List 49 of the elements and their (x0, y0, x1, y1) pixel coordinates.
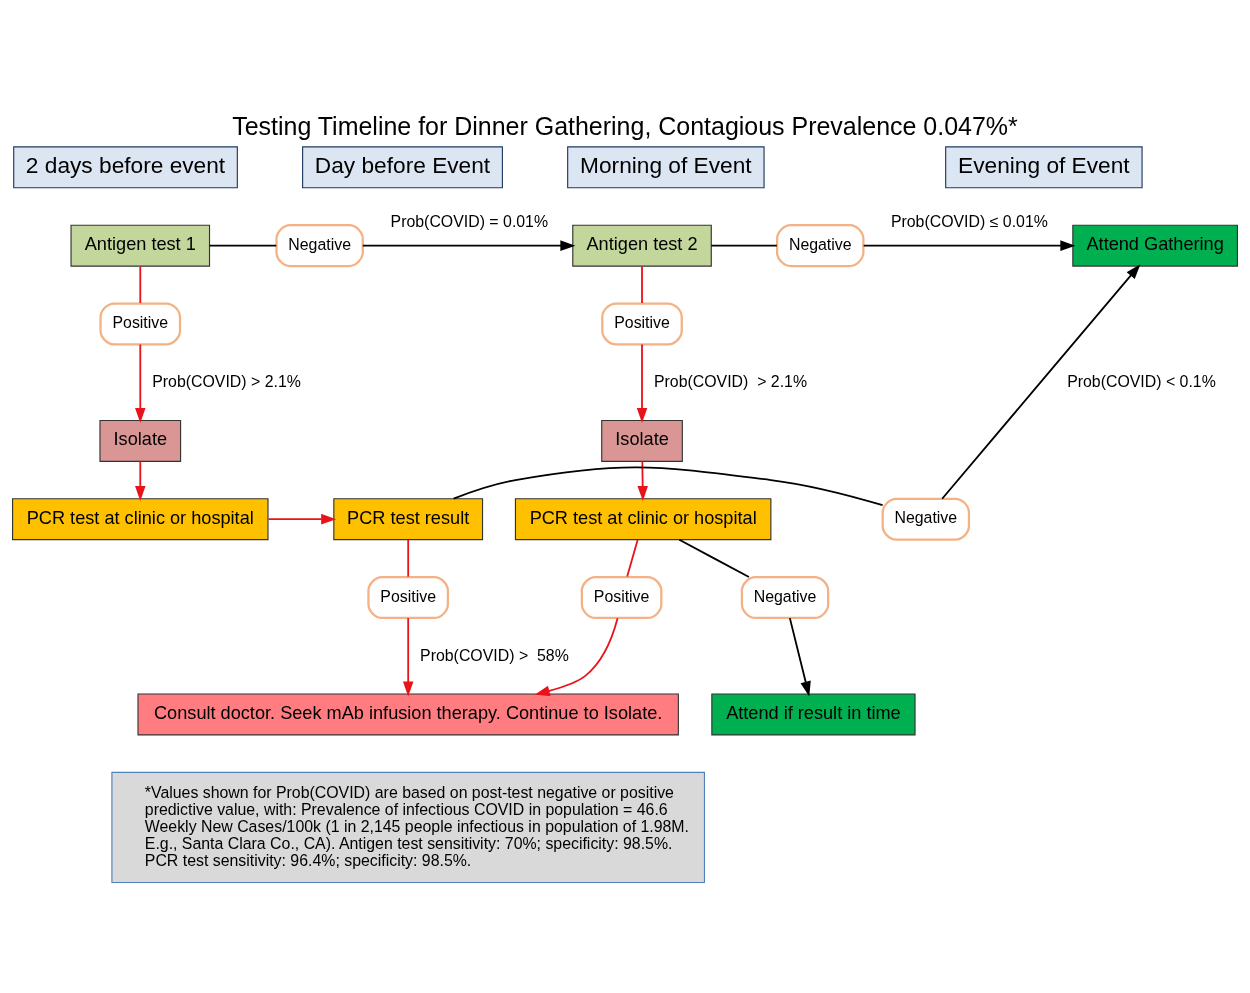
edge-label: Prob(COVID) ≤ 0.01% (890, 213, 1048, 231)
arrow (862, 240, 1076, 251)
node-box: Negative (740, 575, 830, 620)
arrow (534, 617, 619, 697)
connector (407, 539, 410, 578)
node-box: Antigen test 2 (572, 224, 712, 267)
connector (208, 244, 278, 247)
arrow (135, 460, 146, 502)
node-box: Positive (367, 575, 450, 620)
node-box: Negative (881, 497, 971, 541)
connector (710, 244, 778, 247)
node-box: PCR test at clinic or hospital (514, 498, 772, 541)
node-box: Negative (275, 224, 364, 268)
node-box: Isolate (99, 419, 182, 462)
arrow (361, 240, 576, 251)
arrow (135, 343, 146, 423)
connector (678, 538, 750, 578)
node-box: PCR test at clinic or hospital (12, 498, 269, 541)
node-box: Day before Event (302, 146, 503, 189)
edge-label: Prob(COVID) = 0.01% (390, 213, 549, 231)
diagram-title: Testing Timeline for Dinner Gathering, Contagious Prevalence 0.047%* (232, 112, 1018, 141)
connector (139, 265, 142, 304)
arrow (788, 617, 811, 697)
connector (641, 265, 643, 304)
node-box: Attend Gathering (1072, 224, 1238, 267)
node-box: Morning of Event (567, 146, 765, 189)
node-box: Negative (775, 224, 865, 268)
node-box: Isolate (601, 419, 683, 462)
node-box: Positive (580, 575, 663, 620)
arrow (402, 617, 414, 697)
node-box: 2 days before event (13, 146, 238, 189)
edge-label: Prob(COVID) > 2.1% (152, 373, 301, 391)
node-box: Evening of Event (945, 146, 1143, 189)
node-box: Antigen test 1 (70, 224, 211, 267)
arrow (636, 343, 648, 423)
edge-label: Prob(COVID) < 0.1% (1067, 373, 1216, 391)
node-box: Attend if result in time (711, 693, 916, 736)
node-box: *Values shown for Prob(COVID) are based on post-test negative or positive predictive value, with: Prevalence of infectious COVID in population = 46.6 Weekly New Cases/100k (1 in 2,145 people infectious in population of 1.98M. E.g., Santa Clara Co., CA). Antigen test sensitivity: 70%; specificity: 98.5%. PCR test sensitivity: 96.4%; specificity: 98.5%. (111, 771, 706, 884)
edge-label: Prob(COVID) > 58% (420, 646, 569, 664)
arrow (267, 513, 337, 525)
edge-label: Prob(COVID) > 2.1% (653, 373, 808, 391)
connector (452, 466, 884, 507)
arrow (941, 264, 1141, 500)
node-box: Consult doctor. Seek mAb infusion therapy. Continue to Isolate. (137, 693, 679, 736)
connector (626, 539, 639, 578)
node-box: Positive (99, 302, 182, 346)
arrow (637, 460, 648, 502)
node-box: PCR test result (333, 498, 484, 541)
node-box: Positive (601, 302, 683, 346)
